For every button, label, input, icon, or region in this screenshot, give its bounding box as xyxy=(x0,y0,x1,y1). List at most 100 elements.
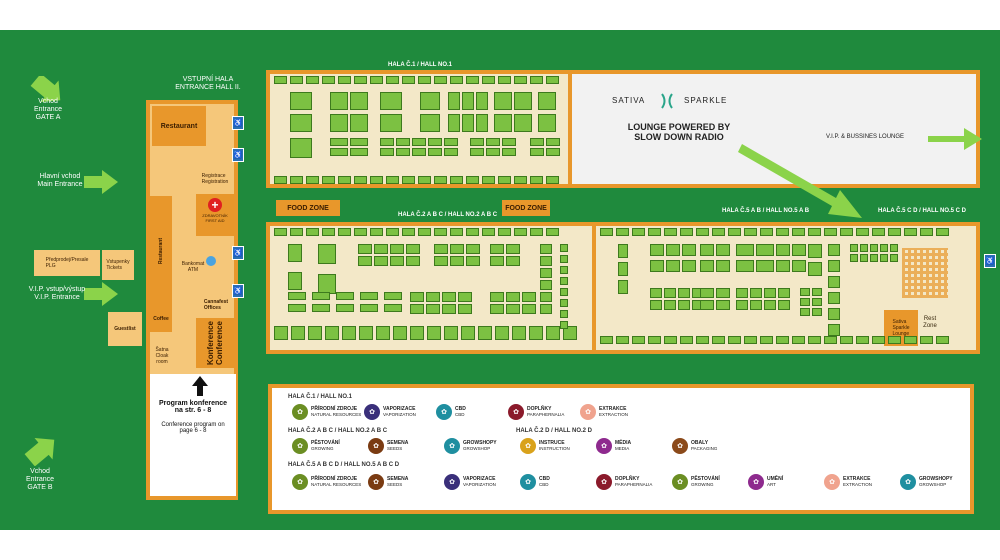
booth xyxy=(920,228,933,236)
booth xyxy=(288,244,302,262)
booth xyxy=(560,310,568,318)
program-title: Program konference na str. 6 - 8 xyxy=(158,400,228,414)
booth xyxy=(514,76,527,84)
booth xyxy=(716,244,730,256)
booth xyxy=(530,228,543,236)
booth xyxy=(618,280,628,294)
booth xyxy=(466,256,480,266)
booth xyxy=(756,260,774,272)
booth xyxy=(680,228,693,236)
booth xyxy=(563,326,577,340)
booth xyxy=(530,148,544,156)
booth xyxy=(530,76,543,84)
booth xyxy=(360,304,378,312)
booth xyxy=(560,321,568,329)
wc-icon: ♿ xyxy=(232,148,244,162)
booth xyxy=(664,300,676,310)
booth xyxy=(322,228,335,236)
booth xyxy=(828,260,840,272)
gate-a-label: Vchod Entrance GATE A xyxy=(33,98,63,122)
booth xyxy=(828,244,840,256)
booth xyxy=(700,244,714,256)
booth xyxy=(290,228,303,236)
booth xyxy=(318,274,336,294)
booth xyxy=(872,336,885,344)
booth xyxy=(680,336,693,344)
category-icon: ✿ xyxy=(364,404,380,420)
booth xyxy=(540,292,552,302)
booth xyxy=(650,260,664,272)
booth xyxy=(290,138,312,158)
category-icon: ✿ xyxy=(368,474,384,490)
restaurant-side: Restaurant xyxy=(150,196,172,306)
booth xyxy=(560,277,568,285)
legend-hall5: HALA Č.5 A B C D / HALL NO.5 A B C D xyxy=(288,462,400,468)
booth xyxy=(880,244,888,252)
booth xyxy=(482,228,495,236)
booth xyxy=(904,228,917,236)
booth xyxy=(776,260,790,272)
booth xyxy=(390,244,404,254)
booth xyxy=(442,304,456,314)
legend-hall2: HALA Č.2 A B C / HALL NO.2 A B C xyxy=(288,428,388,434)
booth xyxy=(792,336,805,344)
booth xyxy=(444,138,458,146)
booth xyxy=(736,244,754,256)
booth xyxy=(650,244,664,256)
booth xyxy=(418,228,431,236)
booth xyxy=(506,244,520,254)
booth xyxy=(478,326,492,340)
booth xyxy=(420,92,440,110)
booth xyxy=(498,176,511,184)
category-icon: ✿ xyxy=(520,474,536,490)
booth xyxy=(712,336,725,344)
booth xyxy=(792,244,806,256)
booth xyxy=(325,326,339,340)
category-icon: ✿ xyxy=(672,438,688,454)
booth xyxy=(736,288,748,298)
booth xyxy=(490,292,504,302)
booth xyxy=(696,228,709,236)
booth xyxy=(840,336,853,344)
booth xyxy=(860,254,868,262)
booth xyxy=(450,176,463,184)
category-icon: ✿ xyxy=(444,438,460,454)
booth xyxy=(540,244,552,254)
booth xyxy=(546,148,560,156)
booth xyxy=(274,326,288,340)
booth xyxy=(506,304,520,314)
booth xyxy=(322,76,335,84)
booth xyxy=(828,292,840,304)
booth xyxy=(750,300,762,310)
booth xyxy=(490,304,504,314)
booth xyxy=(470,138,484,146)
first-aid-label: ZDRAVOTNÍK FIRST AID xyxy=(202,213,228,223)
category-icon: ✿ xyxy=(520,438,536,454)
booth xyxy=(476,92,488,110)
hall5ab-label: HALA Č.5 A B / HALL NO.5 A B xyxy=(722,208,810,214)
booth xyxy=(290,176,303,184)
arrow-icon xyxy=(24,437,55,466)
booth xyxy=(560,244,568,252)
arrow-icon xyxy=(84,170,118,194)
booth xyxy=(650,300,662,310)
booth xyxy=(322,176,335,184)
booth xyxy=(380,138,394,146)
booth xyxy=(618,244,628,258)
booth xyxy=(682,260,696,272)
booth xyxy=(274,176,287,184)
booth xyxy=(312,304,330,312)
booth xyxy=(380,92,402,110)
booth xyxy=(514,92,532,110)
category-icon: ✿ xyxy=(900,474,916,490)
booth xyxy=(450,244,464,254)
booth xyxy=(374,244,388,254)
